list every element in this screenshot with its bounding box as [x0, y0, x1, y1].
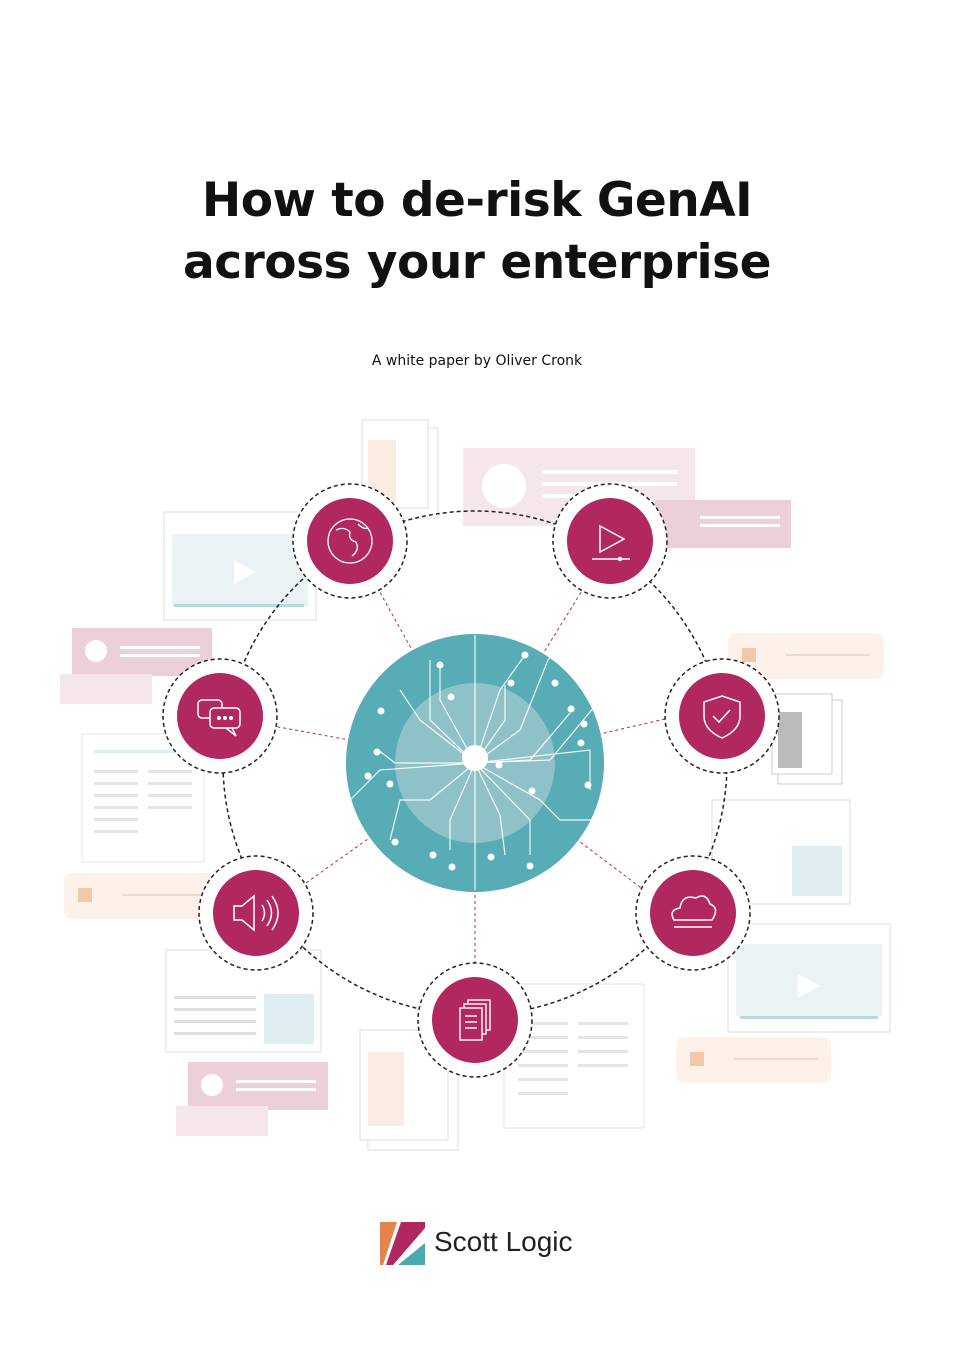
title-line-2: across your enterprise — [183, 235, 771, 290]
audio-card-bottom — [676, 1037, 831, 1083]
node-cloud — [635, 855, 751, 971]
scott-logic-logo-mark — [380, 1222, 425, 1265]
logo-wordmark: Scott Logic — [434, 1226, 573, 1257]
node-document — [417, 962, 533, 1078]
video-card-right — [727, 923, 891, 1033]
profile-card-bottom — [176, 1062, 328, 1136]
cloud-icon — [671, 895, 717, 928]
node-shield — [664, 658, 780, 774]
node-play — [552, 483, 668, 599]
ai-circuit-hub — [346, 634, 604, 892]
shield-icon — [703, 695, 741, 739]
document-icon — [459, 999, 491, 1041]
author-subtitle: A white paper by Oliver Cronk — [371, 353, 583, 369]
speaker-icon — [233, 894, 279, 932]
page-title: How to de-risk GenAI across your enterpr… — [0, 170, 954, 294]
document-card-right — [771, 693, 843, 785]
node-speaker — [198, 855, 314, 971]
audio-card — [728, 633, 884, 679]
video-card — [163, 511, 317, 621]
play-icon — [592, 524, 630, 562]
profile-card-small — [655, 500, 791, 548]
globe-icon — [327, 518, 373, 564]
node-chat — [162, 658, 278, 774]
audio-card-left — [64, 873, 214, 919]
profile-card-left — [60, 628, 212, 704]
node-globe — [292, 483, 408, 599]
chat-icon — [197, 699, 241, 737]
background-cards — [60, 419, 891, 1151]
title-line-1: How to de-risk GenAI — [201, 173, 753, 228]
